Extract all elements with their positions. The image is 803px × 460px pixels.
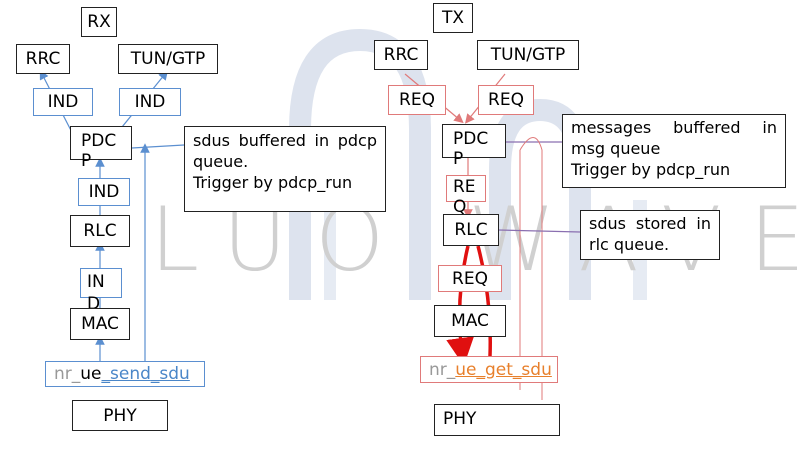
tx-title-label: TX [441,8,465,28]
rx-send-sdu-part4: _sdu [150,364,190,384]
tx-rlc-note-text: sdus stored in rlc queue. [589,214,717,254]
tx-req-rlc-mac-label: REQ [452,268,488,289]
tx-tun-gtp-box: TUN/GTP [477,40,579,70]
rx-pdcp-note-text: sdus buffered in pdcp queue. Trigger by … [193,131,377,192]
tx-get-sdu-part4: _sdu [512,359,552,380]
tx-line-rlc-phy-right [476,245,492,357]
tx-line-note-loop [519,137,543,400]
tx-line-rlc-phy-left [446,245,475,366]
tx-req-right-box: REQ [478,85,534,115]
tx-phy-box: PHY [434,404,560,436]
rx-send-sdu-part1: nr_ [54,364,81,384]
rx-ind-left-label: IND [47,92,79,112]
tx-req-rlc-mac-box: REQ [438,265,502,292]
tx-get-sdu-part2: ue [455,359,477,380]
rx-ind-pdcp-rlc-label: IND [88,182,120,202]
rx-pdcp-label: PDC P [81,131,117,171]
rx-pdcp-note: sdus buffered in pdcp queue. Trigger by … [184,126,386,212]
rx-ind-left-box: IND [33,88,93,116]
tx-get-sdu-box: nr_ue_get_sdu [420,356,558,383]
rx-phy-box: PHY [72,400,168,431]
tx-req-pdcp-rlc-box: RE Q [446,175,486,217]
tx-rlc-note: sdus stored in rlc queue. [580,210,720,260]
rx-ind-right-label: IND [134,92,166,112]
rx-rlc-box: RLC [70,215,130,247]
tx-phy-label: PHY [443,409,477,429]
rx-ind-right-box: IND [119,88,181,116]
rx-send-sdu-box: nr_ue_send_sdu [45,361,205,387]
tx-req-left-box: REQ [388,85,446,115]
rx-tun-gtp-box: TUN/GTP [118,44,218,74]
rx-title-label: RX [87,12,111,32]
tx-get-sdu-part3: _get [476,359,513,380]
rx-tun-gtp-label: TUN/GTP [130,49,206,69]
rx-ind-pdcp-rlc-box: IND [78,178,130,206]
rx-rrc-label: RRC [25,49,61,69]
tx-rrc-label: RRC [383,45,419,65]
tx-req-left-label: REQ [399,90,435,110]
rx-pdcp-box: PDC P [70,126,132,171]
tx-rrc-box: RRC [374,40,428,70]
rx-ind-rlc-mac-box: IN D [80,268,122,314]
tx-req-pdcp-rlc-label: RE Q [453,177,476,217]
rx-title: RX [81,7,117,37]
tx-get-sdu-part1: nr_ [429,359,456,380]
tx-tun-gtp-label: TUN/GTP [490,45,566,65]
rx-rlc-label: RLC [83,221,117,241]
tx-req-right-label: REQ [488,90,524,110]
tx-line-rlc-note [497,229,581,233]
rx-mac-box: MAC [70,308,130,340]
tx-mac-label: MAC [451,311,489,331]
rx-line-pdcp-note [131,144,185,149]
tx-rlc-label: RLC [454,220,488,240]
rx-send-sdu-part2: ue [80,364,102,384]
tx-mac-box: MAC [434,305,506,337]
rx-send-sdu-part3: _send [101,364,151,384]
tx-pdcp-label: PDC P [453,129,489,169]
tx-pdcp-box: PDC P [442,124,506,169]
tx-pdcp-note: messages buffered in msg queue Trigger b… [562,114,786,188]
tx-rlc-box: RLC [443,214,499,246]
rx-rrc-box: RRC [16,44,70,74]
rx-mac-label: MAC [81,314,119,334]
tx-title: TX [433,3,473,33]
rx-phy-label: PHY [103,405,137,426]
tx-pdcp-note-text: messages buffered in msg queue Trigger b… [571,118,777,179]
